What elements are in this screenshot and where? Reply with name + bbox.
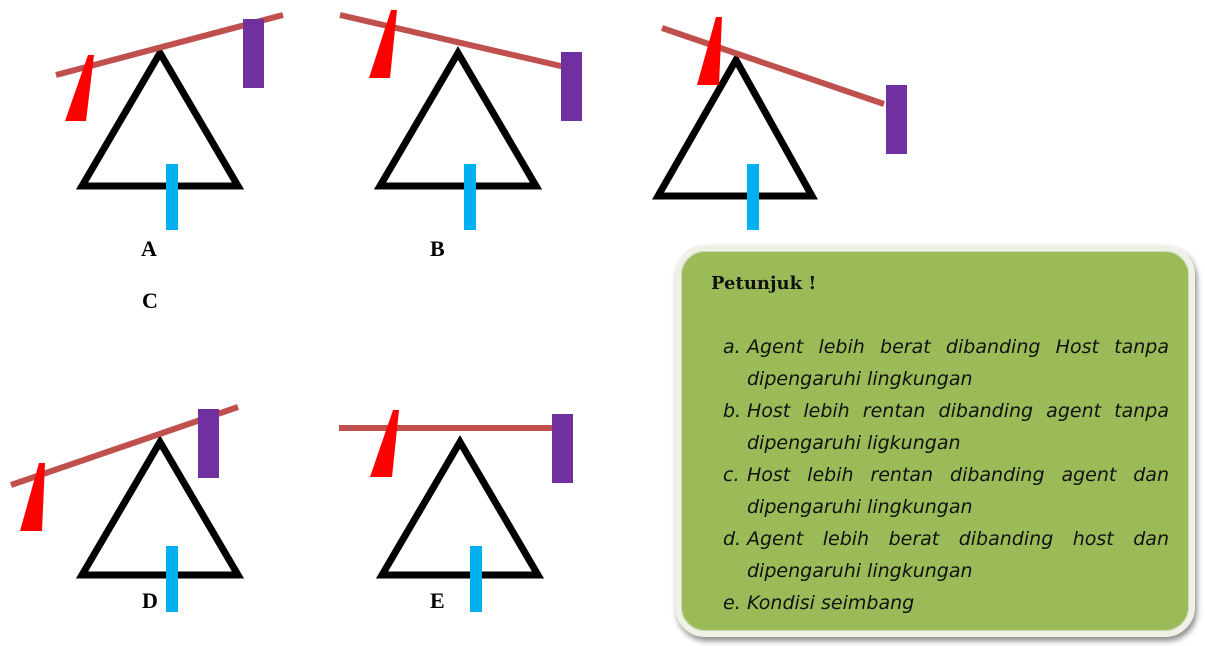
triangle-fulcrum: [75, 46, 245, 190]
seesaw-figure-4: [10, 404, 245, 612]
seesaw-figure-5: [339, 410, 573, 612]
purple-block: [198, 409, 219, 478]
triangle-fulcrum: [375, 435, 545, 579]
instruction-item: a. Agent lebih berat dibanding Host tanp…: [723, 331, 1169, 395]
triangle-fulcrum: [651, 52, 818, 200]
red-flag: [369, 10, 397, 78]
balance-beam: [661, 25, 885, 107]
instruction-marker: d.: [723, 528, 742, 550]
triangle-fulcrum: [373, 46, 543, 190]
purple-block: [243, 19, 264, 88]
instruction-text: Kondisi seimbang: [747, 592, 915, 614]
blue-stand: [464, 164, 476, 230]
instruction-title: Petunjuk !: [711, 273, 817, 294]
figure-label-c: C: [142, 288, 158, 313]
red-flag: [370, 410, 399, 477]
seesaw-figure-1: [55, 12, 284, 230]
instruction-box: Petunjuk ! a. Agent lebih berat dibandin…: [675, 245, 1195, 637]
blue-stand: [747, 164, 759, 230]
instruction-text: Agent lebih berat dibanding host dan dip…: [747, 528, 1169, 582]
instruction-item: b. Host lebih rentan dibanding agent tan…: [723, 395, 1169, 459]
purple-block: [552, 414, 573, 483]
red-flag: [697, 17, 722, 85]
purple-block: [886, 85, 907, 154]
instruction-list: a. Agent lebih berat dibanding Host tanp…: [723, 331, 1169, 619]
instruction-marker: c.: [723, 464, 740, 486]
instruction-marker: e.: [723, 592, 741, 614]
balance-beam: [339, 12, 566, 70]
triangle-fulcrum: [75, 435, 245, 579]
instruction-marker: b.: [723, 400, 742, 422]
blue-stand: [166, 164, 178, 230]
seesaw-figure-2: [339, 10, 582, 230]
red-flag: [65, 55, 94, 121]
red-flag: [20, 463, 45, 531]
instruction-item: e. Kondisi seimbang: [723, 587, 1169, 619]
instruction-item: c. Host lebih rentan dibanding agent dan…: [723, 459, 1169, 523]
blue-stand: [166, 546, 178, 612]
figure-label-e: E: [430, 588, 445, 613]
instruction-text: Host lebih rentan dibanding agent tanpa …: [747, 400, 1169, 454]
seesaw-figure-3: [651, 17, 907, 230]
instruction-text: Host lebih rentan dibanding agent dan di…: [747, 464, 1169, 518]
blue-stand: [470, 546, 482, 612]
instruction-marker: a.: [723, 336, 741, 358]
figure-label-a: A: [141, 236, 157, 261]
figure-label-d: D: [142, 588, 158, 613]
purple-block: [561, 52, 582, 121]
instruction-text: Agent lebih berat dibanding Host tanpa d…: [747, 336, 1169, 390]
figure-label-b: B: [430, 236, 445, 261]
instruction-item: d. Agent lebih berat dibanding host dan …: [723, 523, 1169, 587]
